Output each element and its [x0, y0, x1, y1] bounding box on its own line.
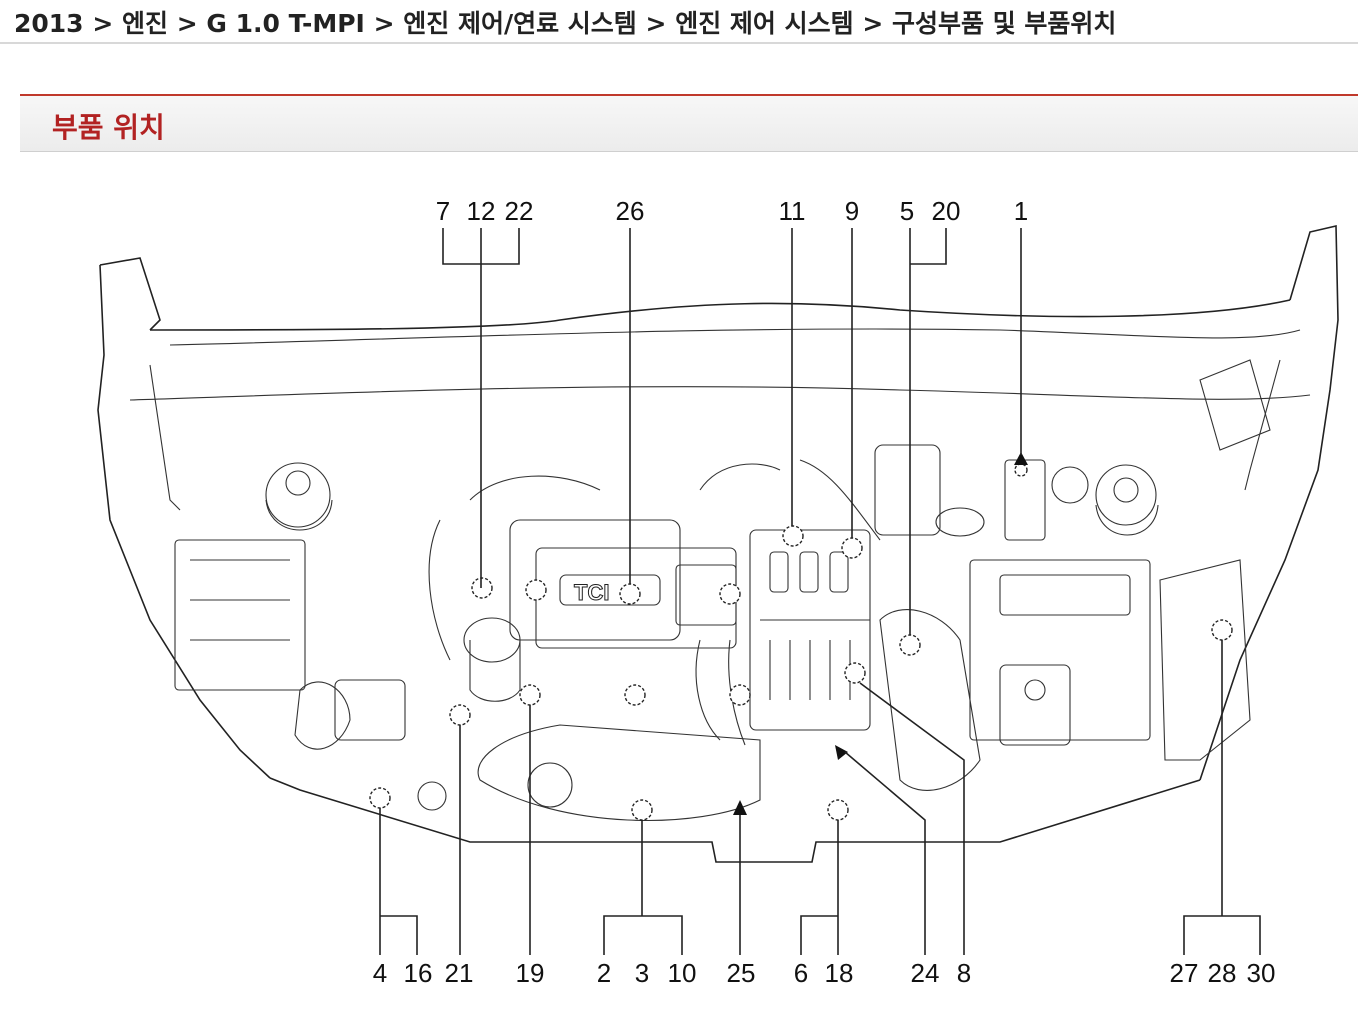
- callout-label: 22: [505, 196, 534, 226]
- marker-13: [624, 684, 646, 706]
- callout-label: 6: [794, 958, 808, 988]
- callout-label: 18: [825, 958, 854, 988]
- callout-label: 10: [668, 958, 697, 988]
- top-callout-labels: 7 12 22 26 11 9 5 20 1: [436, 196, 1028, 226]
- marker-3: [631, 799, 653, 821]
- callout-label: 8: [957, 958, 971, 988]
- marker-12: [471, 577, 493, 599]
- callout-label: 26: [616, 196, 645, 226]
- breadcrumb-control-fuel-system[interactable]: 엔진 제어/연료 시스템: [403, 9, 637, 38]
- breadcrumb-separator: >: [373, 9, 395, 38]
- marker-11: [782, 525, 804, 547]
- right-side-components: [874, 359, 1271, 791]
- breadcrumb-separator: >: [862, 9, 884, 38]
- callout-label: 20: [932, 196, 961, 226]
- marker-24: [835, 745, 848, 760]
- breadcrumb-engine[interactable]: 엔진: [121, 9, 168, 38]
- marker-28: [1211, 619, 1233, 641]
- bottom-callout-labels: 4 16 21 19 2 3 10 25 6 18 24 8 27 28 30: [373, 958, 1276, 988]
- strut-tower-right: [1095, 464, 1159, 536]
- engine-assembly: TCI: [428, 459, 881, 822]
- breadcrumb-engine-control-system[interactable]: 엔진 제어 시스템: [675, 9, 854, 38]
- marker-21: [449, 704, 471, 726]
- engine-cover-engraving: TCI: [574, 580, 609, 605]
- callout-label: 19: [516, 958, 545, 988]
- callout-label: 9: [845, 196, 859, 226]
- marker-18: [827, 799, 849, 821]
- callout-label: 2: [597, 958, 611, 988]
- marker-5: [899, 634, 921, 656]
- marker-17: [719, 583, 741, 605]
- callout-label: 3: [635, 958, 649, 988]
- callout-label: 30: [1247, 958, 1276, 988]
- callout-label: 1: [1014, 196, 1028, 226]
- marker-1-arrow: [1014, 452, 1028, 465]
- section-title: 부품 위치: [52, 111, 165, 144]
- marker-20: [844, 662, 866, 684]
- callout-label: 16: [404, 958, 433, 988]
- callout-label: 4: [373, 958, 387, 988]
- callout-label: 25: [727, 958, 756, 988]
- engine-component-diagram: TCI: [97, 196, 1339, 988]
- breadcrumb-year[interactable]: 2013: [14, 9, 84, 38]
- breadcrumb-separator: >: [92, 9, 114, 38]
- marker-25: [733, 800, 747, 815]
- breadcrumb-separator: >: [176, 9, 198, 38]
- callout-label: 28: [1208, 958, 1237, 988]
- callout-label: 11: [779, 196, 806, 226]
- leader-lines: [379, 228, 1261, 955]
- marker-9: [841, 537, 863, 559]
- breadcrumb: 2013 > 엔진 > G 1.0 T-MPI > 엔진 제어/연료 시스템 >…: [0, 0, 1358, 44]
- engine-bay-outline: [97, 224, 1339, 863]
- strut-tower-left: [265, 462, 333, 531]
- callout-label: 5: [900, 196, 914, 226]
- breadcrumb-engine-model[interactable]: G 1.0 T-MPI: [206, 9, 365, 38]
- callout-label: 24: [911, 958, 940, 988]
- callout-label: 12: [467, 196, 496, 226]
- marker-26: [619, 583, 641, 605]
- marker-19: [519, 684, 541, 706]
- marker-22: [525, 579, 547, 601]
- marker-4: [369, 787, 391, 809]
- section-header: 부품 위치: [20, 94, 1358, 152]
- left-side-components: [174, 539, 447, 811]
- callout-label: 7: [436, 196, 450, 226]
- breadcrumb-separator: >: [645, 9, 667, 38]
- callout-label: 27: [1170, 958, 1199, 988]
- breadcrumb-components-location: 구성부품 및 부품위치: [892, 9, 1117, 38]
- callout-label: 21: [445, 958, 474, 988]
- component-markers: [369, 452, 1233, 821]
- marker-1: [1014, 463, 1028, 477]
- marker-14: [729, 684, 751, 706]
